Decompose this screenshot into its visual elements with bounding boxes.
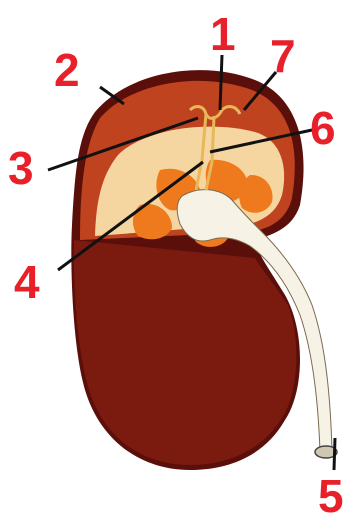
label-4: 4: [14, 256, 40, 308]
leader-1: [220, 55, 222, 110]
label-1: 1: [210, 8, 236, 60]
label-5: 5: [318, 470, 344, 522]
label-2: 2: [54, 44, 80, 96]
label-3: 3: [8, 142, 34, 194]
leader-5: [334, 438, 335, 470]
label-6: 6: [310, 102, 336, 154]
label-7: 7: [270, 30, 296, 82]
